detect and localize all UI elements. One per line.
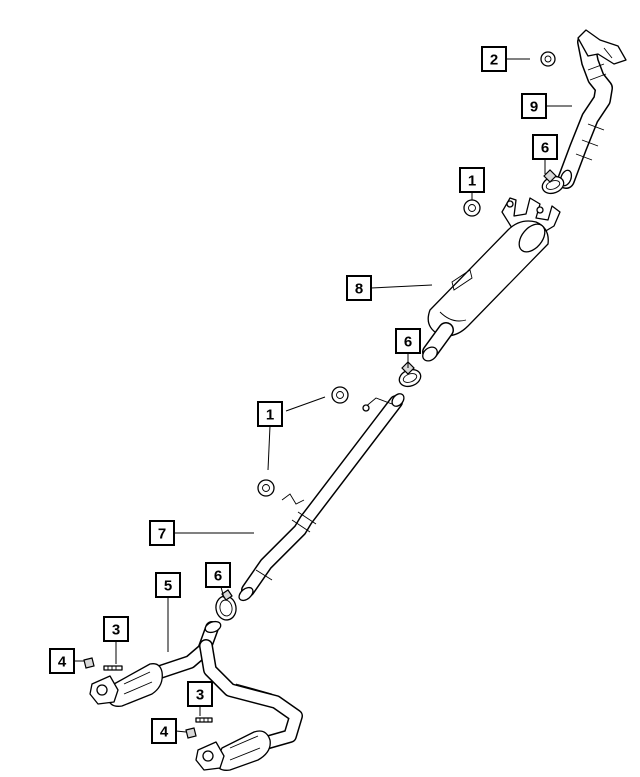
callout-5-label: 5 [164, 578, 172, 595]
catalytic-converter-y-pipe [89, 620, 303, 771]
callout-6-upper: 6 [532, 134, 558, 160]
callout-4-upper-label: 4 [58, 654, 67, 671]
isolator-lower [257, 479, 275, 497]
callout-5: 5 [155, 572, 181, 598]
callout-1-middle-label: 1 [266, 407, 274, 424]
callout-4-upper: 4 [49, 648, 75, 674]
nut-small-upper [83, 657, 95, 669]
muffler [422, 197, 561, 362]
callout-4-lower-label: 4 [160, 724, 169, 741]
callout-1-middle: 1 [257, 401, 283, 427]
leader-lines [74, 58, 572, 733]
callout-6-middle: 6 [395, 328, 421, 354]
nut-upper [540, 51, 556, 67]
callout-3-upper: 3 [103, 616, 129, 642]
isolator-upper [463, 199, 481, 217]
callout-4-lower: 4 [151, 718, 177, 744]
callout-9: 9 [521, 93, 547, 119]
tailpipe [557, 29, 627, 189]
isolator-middle [331, 386, 349, 404]
clamp-lower [215, 589, 237, 621]
callout-6-middle-label: 6 [404, 334, 412, 351]
nut-small-lower [185, 727, 197, 739]
clamp-upper [541, 169, 565, 195]
callout-3-lower-label: 3 [196, 687, 204, 704]
stud-lower [195, 717, 213, 723]
stud-upper [103, 665, 123, 671]
callout-7: 7 [149, 520, 175, 546]
callout-2: 2 [481, 46, 507, 72]
callout-8-label: 8 [355, 281, 363, 298]
callout-9-label: 9 [530, 99, 538, 116]
callout-3-lower: 3 [187, 681, 213, 707]
callout-3-upper-label: 3 [112, 622, 120, 639]
callout-6-upper-label: 6 [541, 140, 549, 157]
callout-6-lower-label: 6 [214, 568, 222, 585]
callout-2-label: 2 [490, 52, 498, 69]
callout-6-lower: 6 [205, 562, 231, 588]
intermediate-pipe [238, 393, 405, 602]
callout-1-upper-label: 1 [468, 173, 476, 190]
callout-8: 8 [346, 275, 372, 301]
callout-7-label: 7 [158, 526, 166, 543]
clamp-middle [398, 361, 422, 388]
callout-1-upper: 1 [459, 167, 485, 193]
